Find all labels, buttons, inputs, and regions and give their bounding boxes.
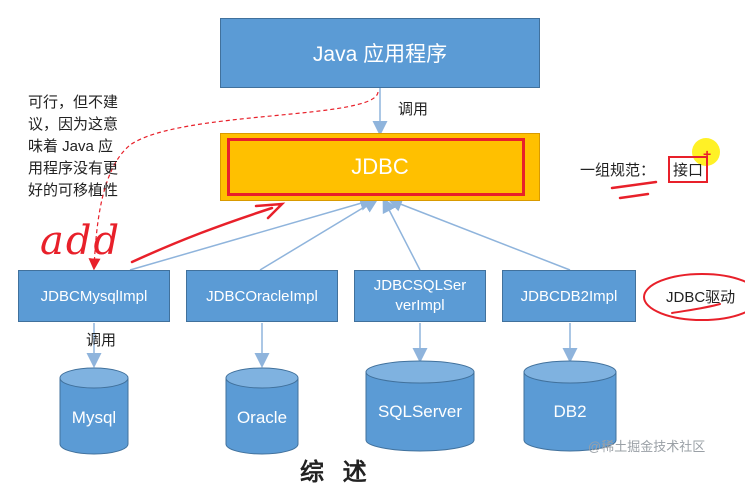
note-line-2: 议，因为这意 [28,116,119,133]
arrow-db2impl-to-jdbc [387,197,571,271]
bottom-partial-text: 综 述 [300,459,373,486]
note-line-1: 可行，但不建 [28,94,119,111]
driver-underline [671,303,721,314]
impl-box-db2: JDBCDB2Impl [502,270,636,322]
driver-label: JDBC驱动 [666,289,736,306]
impl-label-mysql: JDBCMysqlImpl [40,287,148,305]
plus-mark: + [703,146,712,162]
db-label-mysql: Mysql [71,408,117,427]
db-cylinder-sqlserver [365,360,475,452]
db-cylinder-mysql [59,367,129,455]
handwritten-add: add [40,218,122,264]
impl-box-sqlserver: JDBCSQLSer verImpl [354,270,486,322]
impl-label-oracle: JDBCOracleImpl [206,287,318,305]
interface-label: 接口 [673,162,704,179]
underline-strokes [610,180,658,200]
db-label-oracle: Oracle [236,408,288,427]
java-app-label: Java 应用程序 [312,43,448,66]
impl-box-oracle: JDBCOracleImpl [186,270,338,322]
impl-label-db2: JDBCDB2Impl [520,287,618,305]
db-label-sqlserver: SQLServer [377,402,463,421]
note-line-5: 好的可移植性 [28,182,119,199]
call-label-top: 调用 [398,101,429,118]
watermark: @稀土掘金技术社区 [588,439,706,454]
db-label-db2: DB2 [553,402,587,421]
impl-box-mysql: JDBCMysqlImpl [18,270,170,322]
portability-note: 可行，但不建 议，因为这意 味着 Java 应 用程序没有更 好的可移植性 [28,92,118,202]
note-line-4: 用程序没有更 [28,160,119,177]
java-app-box: Java 应用程序 [220,18,540,88]
arrow-sqlserverimpl-to-jdbc [382,197,421,271]
arrow-mysqlimpl-to-jdbc [129,196,375,271]
arrow-oracleimpl-to-jdbc [259,198,379,271]
driver-highlight-ellipse [643,273,745,321]
impl-label-sqlserver: JDBCSQLSer verImpl [373,277,467,314]
connector-layer [59,88,745,455]
call-label-bottom: 调用 [86,332,117,349]
spec-label: 一组规范： [580,162,656,179]
db-cylinder-oracle [225,367,299,455]
handwritten-arrow [130,202,286,264]
jdbc-box: JDBC [220,133,540,201]
interface-label-box: 接口 [668,156,709,183]
db-cylinder-db2 [523,360,617,452]
cursor-highlight [692,138,720,166]
jdbc-red-frame [227,138,525,196]
note-line-3: 味着 Java 应 [28,138,114,155]
dashed-direct-arrow [88,91,379,271]
jdbc-label: JDBC [351,154,409,179]
